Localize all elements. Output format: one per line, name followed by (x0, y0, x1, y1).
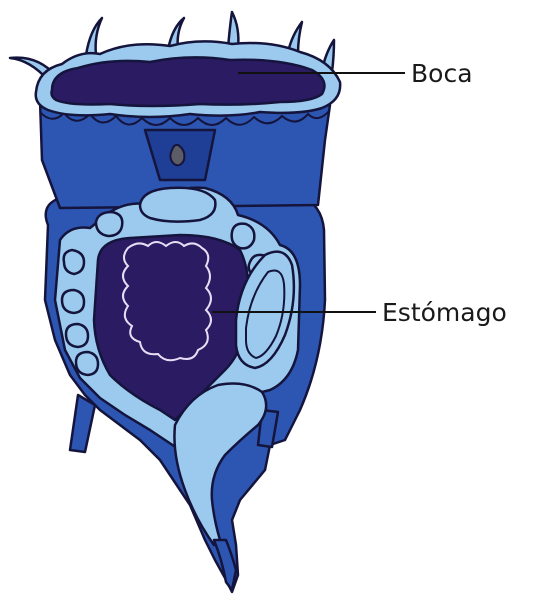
vacuole-1 (64, 250, 84, 274)
mouth-opening (52, 57, 325, 106)
vacuole-4 (76, 352, 98, 375)
vacuole-3 (66, 324, 88, 347)
vacuole-2 (62, 290, 84, 313)
cilium-2 (86, 18, 102, 55)
left-leg (70, 395, 95, 452)
stomach-label: Estómago (382, 298, 507, 327)
vacuole-top (140, 188, 215, 222)
eyespot (170, 145, 184, 165)
vacuole-6 (232, 224, 255, 249)
mouth-label: Boca (411, 59, 473, 88)
vacuole-5 (96, 212, 122, 236)
